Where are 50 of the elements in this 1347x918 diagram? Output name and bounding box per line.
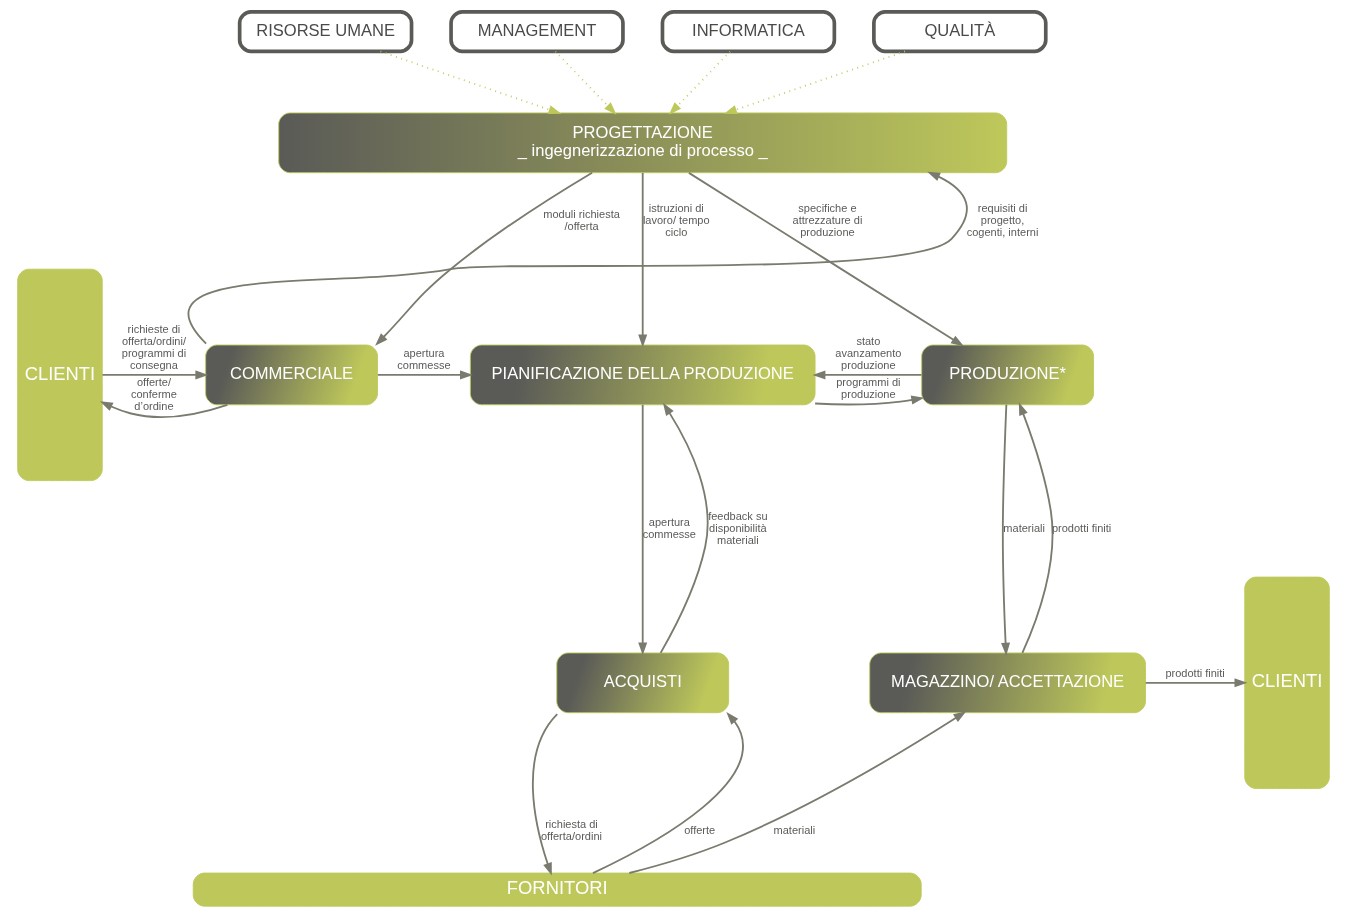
edge-label: offerte bbox=[684, 823, 716, 836]
arrow bbox=[1018, 402, 1054, 654]
edge-label: apertura commesse bbox=[642, 515, 696, 540]
edge-label: istruzioni di lavoro/ tempo ciclo bbox=[642, 201, 710, 238]
edge-label: prodotti finiti bbox=[1165, 666, 1225, 679]
edge-label: specifiche e attrezzature di produzione bbox=[792, 201, 863, 238]
node-box: PRODUZIONE* bbox=[921, 344, 1094, 406]
node-box: MANAGEMENT bbox=[449, 10, 625, 54]
arrow bbox=[592, 711, 744, 874]
arrow bbox=[724, 50, 906, 114]
arrow bbox=[628, 711, 967, 874]
edge-label: moduli richiesta /offerta bbox=[543, 207, 620, 232]
node-box: CLIENTI bbox=[17, 268, 103, 482]
node-box: CLIENTI bbox=[1244, 576, 1330, 789]
arrow bbox=[379, 50, 562, 114]
node-box: PROGETTAZIONE _ ingegnerizzazione di processo _ bbox=[278, 112, 1008, 174]
arrow bbox=[638, 171, 648, 348]
edge-label: feedback su disponibilità materiali bbox=[708, 509, 768, 546]
arrow bbox=[187, 171, 968, 345]
edge-label: stato avanzamento produzione bbox=[835, 335, 902, 372]
edge-label: richieste di offerta/ordini/ programmi di consegna bbox=[121, 323, 187, 372]
arrow bbox=[377, 370, 473, 380]
arrow bbox=[554, 50, 617, 115]
edge-label: richiesta di offerta/ordini bbox=[540, 817, 602, 842]
arrow bbox=[1001, 403, 1011, 656]
arrow bbox=[812, 370, 923, 380]
arrow bbox=[814, 395, 925, 406]
edge-label: materiali bbox=[773, 823, 816, 836]
arrow bbox=[638, 403, 648, 656]
node-box: RISORSE UMANE bbox=[237, 10, 414, 54]
node-box: PIANIFICAZIONE DELLA PRODUZIONE bbox=[469, 344, 816, 406]
arrow bbox=[101, 370, 209, 380]
arrow bbox=[659, 402, 709, 654]
node-box: ACQUISTI bbox=[556, 652, 730, 714]
node-box: INFORMATICA bbox=[660, 10, 837, 54]
node-box: FORNITORI bbox=[192, 872, 922, 907]
edge-label: materiali bbox=[1003, 521, 1045, 534]
edge-label: programmi di produzione bbox=[836, 376, 901, 401]
arrow bbox=[375, 171, 594, 346]
arrow bbox=[1144, 678, 1248, 688]
arrow bbox=[688, 171, 964, 347]
edge-label: offerte/ conferme d’ordine bbox=[130, 376, 177, 413]
arrow bbox=[99, 401, 229, 418]
arrow bbox=[668, 50, 731, 115]
node-box: MAGAZZINO/ ACCETTAZIONE bbox=[869, 652, 1146, 714]
edge-label: apertura commesse bbox=[397, 347, 451, 372]
arrow bbox=[532, 713, 559, 876]
node-box: QUALITÀ bbox=[872, 10, 1048, 54]
node-box: COMMERCIALE bbox=[205, 344, 378, 406]
edge-label: requisiti di progetto, cogenti, interni bbox=[966, 201, 1039, 238]
